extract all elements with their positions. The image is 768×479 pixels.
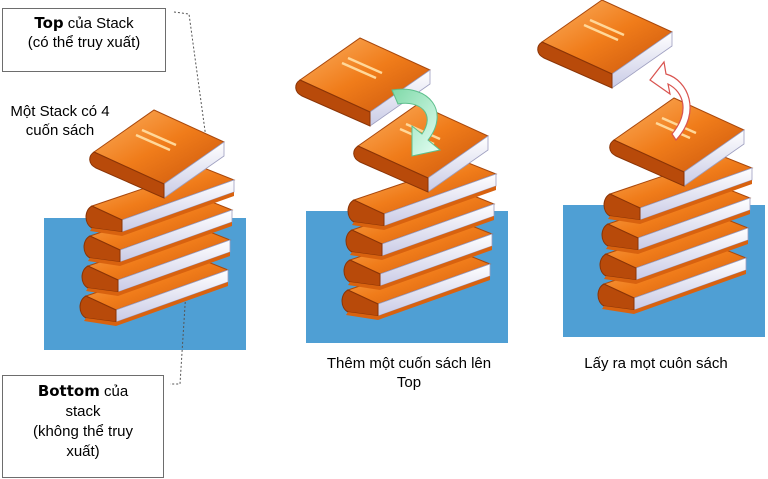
- caption-add-line2: Top: [396, 374, 422, 391]
- caption-add-line1: Thêm một cuốn sách lên: [326, 355, 492, 372]
- bottom-callout-line2: stack: [65, 403, 101, 420]
- bottom-callout-bold: Bottom: [37, 382, 100, 400]
- bottom-callout: Bottom của stack (không thể truy xuất): [2, 375, 164, 478]
- top-callout-bold: Top: [34, 14, 64, 32]
- bottom-callout-line3: (không thể truy: [32, 423, 134, 440]
- stack-description-line2: cuốn sách: [25, 122, 95, 139]
- book-removed: [536, 0, 674, 90]
- bottom-callout-leader: [170, 289, 187, 385]
- top-callout-line2: (có thể truy xuất): [27, 34, 141, 51]
- top-callout-rest: của Stack: [63, 15, 134, 32]
- stack-description: Một Stack có 4 cuốn sách: [0, 102, 120, 140]
- caption-add: Thêm một cuốn sách lên Top: [296, 354, 522, 392]
- middle-stack: [294, 36, 497, 321]
- top-callout-leader: [173, 11, 207, 139]
- caption-remove: Lấy ra mọt cuôn sách: [584, 355, 728, 372]
- right-stack: [536, 0, 753, 315]
- bottom-callout-line4: xuất): [66, 443, 100, 460]
- stack-description-line1: Một Stack có 4: [10, 103, 110, 120]
- add-arrow-icon: [391, 88, 442, 157]
- bottom-callout-rest: của: [99, 383, 129, 400]
- remove-arrow-icon: [649, 60, 691, 141]
- top-callout: Top của Stack (có thể truy xuất): [2, 8, 166, 72]
